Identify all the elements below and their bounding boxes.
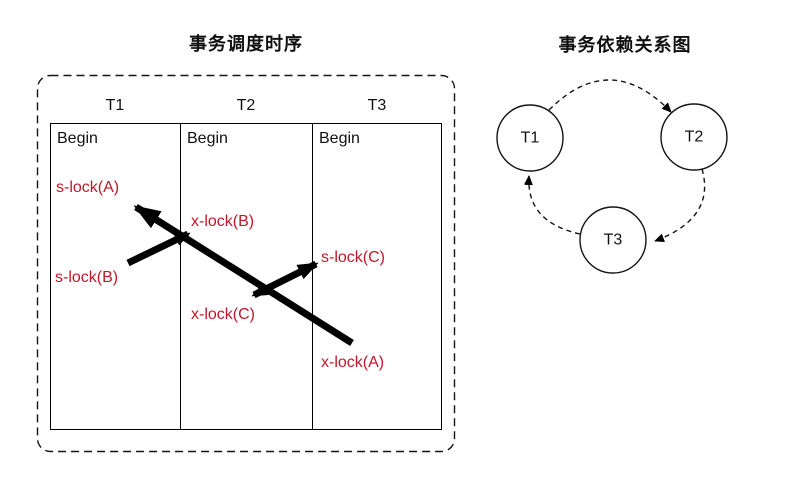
- dep-edge-t2-t3: [654, 168, 706, 243]
- dep-node-t1-circle: [496, 104, 564, 172]
- begin-label-t2: Begin: [187, 130, 228, 147]
- begin-label-t1: Begin: [57, 130, 98, 147]
- dependency-graph: T1 T2 T3: [496, 79, 728, 274]
- op-t3-slock-c: s-lock(C): [321, 249, 385, 266]
- op-t3-xlock-a: x-lock(A): [321, 354, 385, 371]
- op-t2-xlock-b: x-lock(B): [191, 213, 255, 230]
- dep-node-t2-label: T2: [685, 129, 704, 146]
- column-divider-t1-t2: [180, 124, 182, 429]
- op-t1-slock-a: s-lock(A): [56, 179, 120, 196]
- begin-label-t3: Begin: [319, 130, 360, 147]
- dep-node-t2-circle: [660, 103, 728, 171]
- column-header-t2: T2: [236, 97, 256, 114]
- column-divider-t2-t3: [312, 124, 314, 429]
- dep-node-t3-label: T3: [604, 232, 623, 249]
- schedule-title: 事务调度时序: [189, 34, 303, 54]
- column-header-t3: T3: [367, 97, 387, 114]
- dep-node-t1-label: T1: [521, 130, 540, 147]
- op-t1-slock-b: s-lock(B): [55, 269, 119, 286]
- column-header-t1: T1: [105, 97, 125, 114]
- op-t2-xlock-c: x-lock(C): [191, 306, 255, 323]
- dependency-graph-title: 事务依赖关系图: [558, 35, 692, 55]
- dep-edge-t1-t2: [548, 79, 672, 113]
- dep-edge-t3-t1: [523, 175, 581, 235]
- dep-node-t3-circle: [579, 206, 647, 274]
